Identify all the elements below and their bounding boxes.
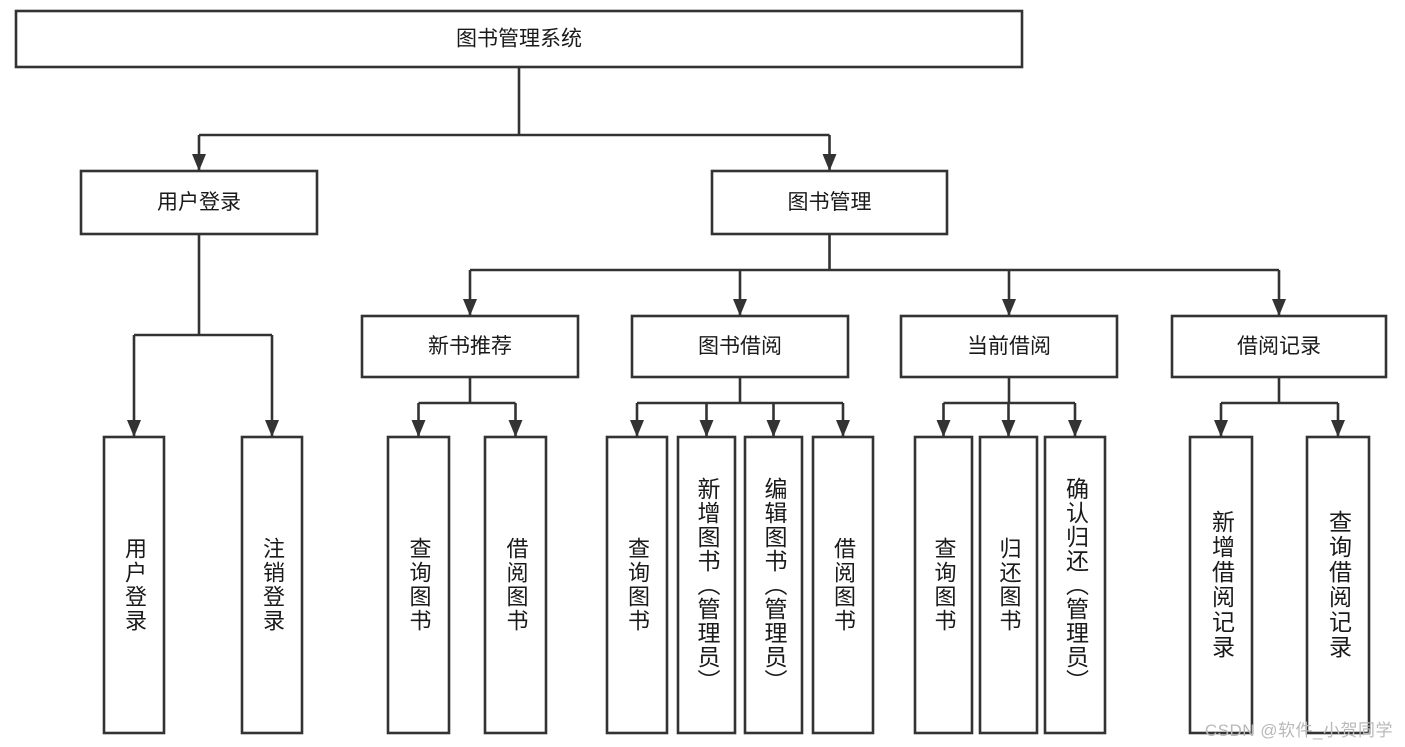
node-box-leaf-return-book[interactable] bbox=[978, 435, 1039, 735]
edge-arrowhead bbox=[766, 420, 781, 437]
node-box-new-book-recommend[interactable] bbox=[360, 314, 580, 379]
node-label-book-manage: 图书管理 bbox=[788, 191, 872, 214]
node-box-leaf-logout-login[interactable] bbox=[240, 435, 304, 735]
node-label-user-login: 用户登录 bbox=[157, 191, 241, 214]
edge-arrowhead bbox=[1214, 420, 1228, 437]
node-box-user-login[interactable] bbox=[79, 169, 319, 236]
edge-arrowhead bbox=[1002, 299, 1016, 316]
edge-arrowhead bbox=[1272, 299, 1286, 316]
node-box-leaf-confirm-return-admin[interactable] bbox=[1043, 435, 1107, 735]
edge-arrowhead bbox=[836, 420, 850, 437]
node-box-leaf-query-book-current[interactable] bbox=[913, 435, 974, 735]
node-box-book-manage[interactable] bbox=[710, 169, 949, 236]
edge-arrowhead bbox=[411, 420, 426, 437]
node-label-borrow-record: 借阅记录 bbox=[1237, 335, 1321, 358]
edge-arrowhead bbox=[822, 154, 837, 171]
node-box-leaf-add-book-admin[interactable] bbox=[676, 435, 737, 735]
node-box-leaf-query-borrow-record[interactable] bbox=[1305, 435, 1371, 735]
edges-layer bbox=[127, 67, 1345, 437]
node-label-root: 图书管理系统 bbox=[456, 28, 582, 51]
node-box-leaf-edit-book-admin[interactable] bbox=[743, 435, 804, 735]
node-box-root[interactable] bbox=[14, 9, 1024, 69]
node-box-borrow-record[interactable] bbox=[1170, 314, 1388, 379]
edge-arrowhead bbox=[463, 299, 477, 316]
boxes-layer bbox=[14, 9, 1388, 735]
edge-arrowhead bbox=[699, 420, 714, 437]
edge-arrowhead bbox=[733, 299, 747, 316]
node-box-leaf-query-book-recommend[interactable] bbox=[386, 435, 451, 735]
edge-arrowhead bbox=[508, 420, 523, 437]
node-label-new-book-recommend: 新书推荐 bbox=[428, 335, 512, 358]
node-box-leaf-user-login[interactable] bbox=[102, 435, 166, 735]
edge-arrowhead bbox=[1068, 420, 1082, 437]
edge-arrowhead bbox=[192, 154, 206, 171]
node-box-current-borrow[interactable] bbox=[899, 314, 1119, 379]
edge-arrowhead bbox=[265, 420, 279, 437]
edge-arrowhead bbox=[630, 420, 644, 437]
watermark: CSDN @软件_小贺同学 bbox=[1204, 721, 1393, 740]
node-box-leaf-borrow-book-recommend[interactable] bbox=[483, 435, 548, 735]
edge-arrowhead bbox=[127, 420, 141, 437]
node-label-book-borrow: 图书借阅 bbox=[698, 335, 782, 358]
edge-arrowhead bbox=[936, 420, 951, 437]
node-box-book-borrow[interactable] bbox=[630, 314, 850, 379]
node-label-current-borrow: 当前借阅 bbox=[967, 335, 1051, 358]
edge-arrowhead bbox=[1001, 420, 1016, 437]
edge-arrowhead bbox=[1331, 420, 1345, 437]
node-box-leaf-add-borrow-record[interactable] bbox=[1188, 435, 1254, 735]
node-box-leaf-borrow-book[interactable] bbox=[811, 435, 875, 735]
node-box-leaf-query-book-borrow[interactable] bbox=[605, 435, 669, 735]
